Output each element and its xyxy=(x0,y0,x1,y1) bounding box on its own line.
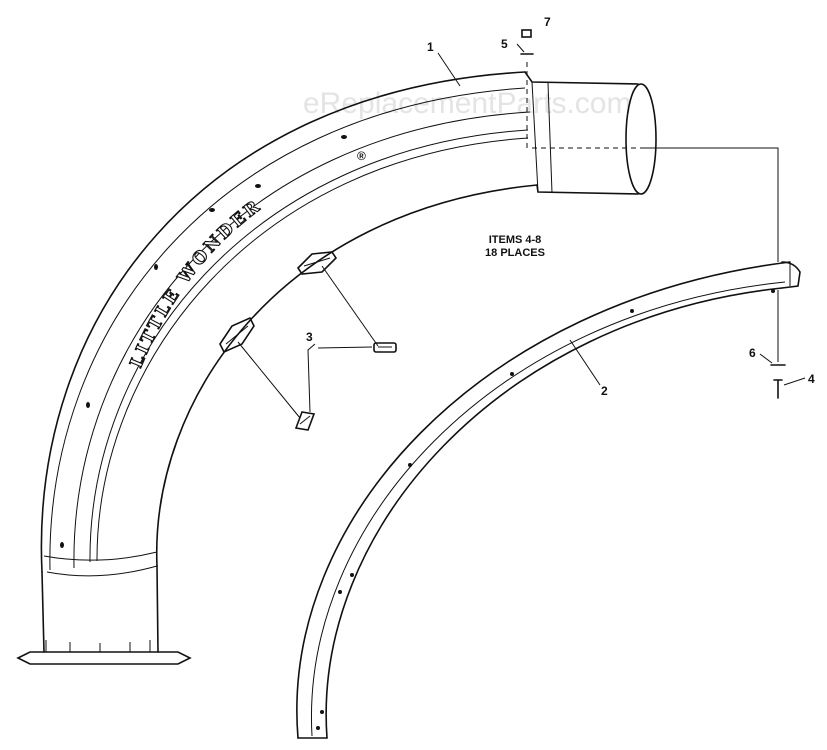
callout-4: 4 xyxy=(808,372,815,386)
callout-1: 1 xyxy=(427,40,434,54)
callout-7: 7 xyxy=(544,15,551,29)
watermark: eReplacementParts.com xyxy=(303,87,631,120)
note-places: 18 PLACES xyxy=(485,247,545,259)
deflector-rail xyxy=(296,261,801,739)
callout-5: 5 xyxy=(501,37,508,51)
wear-pads xyxy=(219,251,397,431)
fastener-stack xyxy=(516,29,806,399)
note-items: ITEMS 4-8 xyxy=(489,234,542,246)
callout-6: 6 xyxy=(749,346,756,360)
registered-mark: ® xyxy=(357,149,366,163)
leader-1 xyxy=(437,52,461,87)
leader-2 xyxy=(569,339,601,386)
projection-lines xyxy=(526,62,779,262)
callout-2: 2 xyxy=(601,384,608,398)
callout-3: 3 xyxy=(306,330,313,344)
discharge-chute: LITTLE WONDER ® xyxy=(16,71,657,665)
